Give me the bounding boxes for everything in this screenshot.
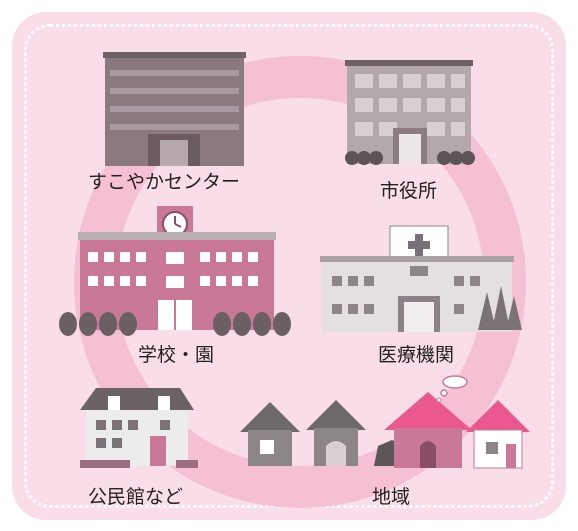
label-school: 学校・園 xyxy=(138,344,215,366)
school-building xyxy=(59,206,291,336)
label-community: 地域 xyxy=(372,486,411,508)
label-community-hall: 公民館など xyxy=(88,486,184,508)
sukoyaka-center-building xyxy=(103,52,246,166)
label-city-hall: 市役所 xyxy=(380,180,438,202)
city-hall-building xyxy=(345,60,475,165)
medical-building xyxy=(320,225,522,332)
label-sukoyaka-center: すこやかセンター xyxy=(88,171,241,193)
community-houses xyxy=(240,375,530,469)
community-hall-building xyxy=(80,388,198,468)
label-medical: 医療機関 xyxy=(378,344,455,366)
